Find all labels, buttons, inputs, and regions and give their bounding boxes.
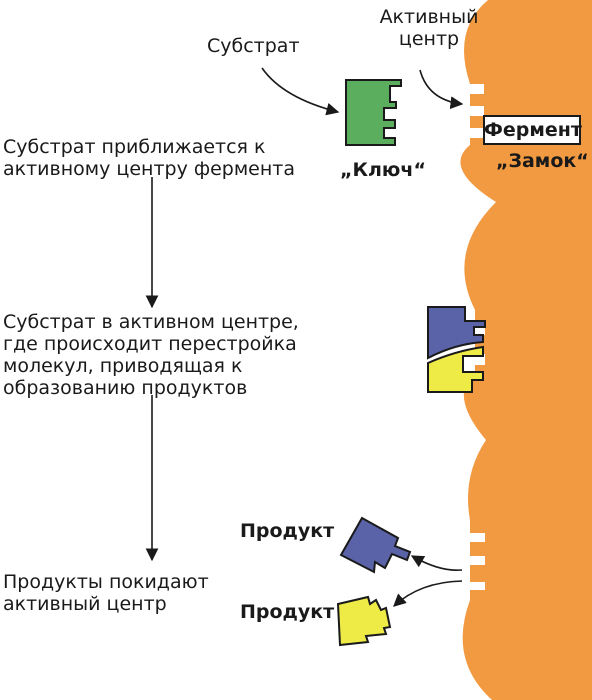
- step-3-text: Продукты покидают активный центр: [3, 571, 209, 615]
- enzyme-body: [460, 0, 592, 700]
- active-site-label-line: Активный: [379, 6, 479, 28]
- step-line: молекул, приводящая к: [3, 355, 243, 377]
- product-yellow-released: [336, 595, 392, 647]
- enzyme-label: Фермент: [484, 119, 582, 141]
- product-blue-released: [339, 516, 412, 574]
- active-site-label-line: центр: [398, 28, 460, 50]
- product-blue-bound: [427, 306, 486, 360]
- arrow-release-blue: [410, 555, 463, 572]
- step-line: Субстрат в активном центре,: [3, 311, 299, 333]
- product-yellow-bound: [427, 345, 484, 393]
- step-line: Субстрат приближается к: [3, 136, 266, 158]
- arrow-substrate-to-key: [261, 67, 340, 116]
- arrow-label-to-active-site: [419, 69, 464, 110]
- step-line: где происходит перестройка: [3, 333, 297, 355]
- product-label-2: Продукт: [240, 601, 335, 623]
- step-line: Продукты покидают: [3, 571, 209, 593]
- step-line: активному центру фермента: [3, 158, 296, 180]
- substrate-label: Субстрат: [207, 35, 300, 57]
- active-site-label: Активный центр: [371, 6, 487, 50]
- step-2-text: Субстрат в активном центре, где происход…: [3, 311, 299, 399]
- step-line: активный центр: [3, 593, 167, 615]
- step-line: образованию продуктов: [3, 377, 248, 399]
- substrate-key-shape: [345, 79, 402, 146]
- step-1-text: Субстрат приближается к активному центру…: [3, 136, 295, 180]
- key-label: „Ключ“: [340, 159, 426, 181]
- lock-label: „Замок“: [496, 150, 589, 172]
- product-label-1: Продукт: [240, 520, 335, 542]
- arrow-release-yellow: [393, 580, 463, 607]
- enzyme-label-box: [483, 115, 581, 145]
